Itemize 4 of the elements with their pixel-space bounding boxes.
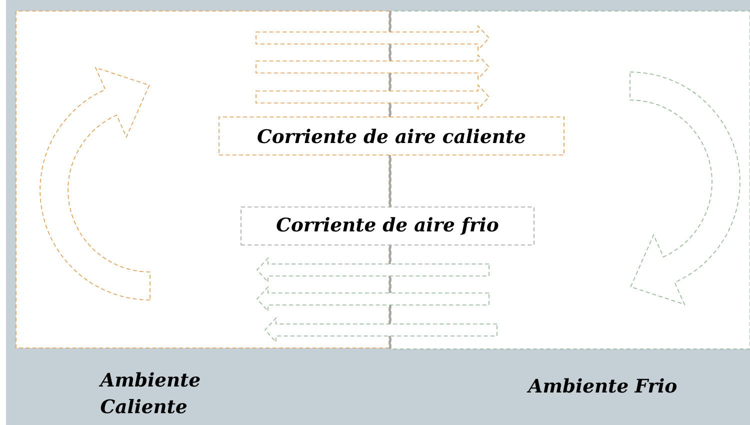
text-box: Corriente de aire caliente: [218, 116, 564, 156]
text-box: Corriente de aire frio: [240, 206, 534, 246]
area-label: Ambiente Frio: [526, 378, 676, 393]
area-label: Ambiente Caliente: [98, 372, 200, 414]
